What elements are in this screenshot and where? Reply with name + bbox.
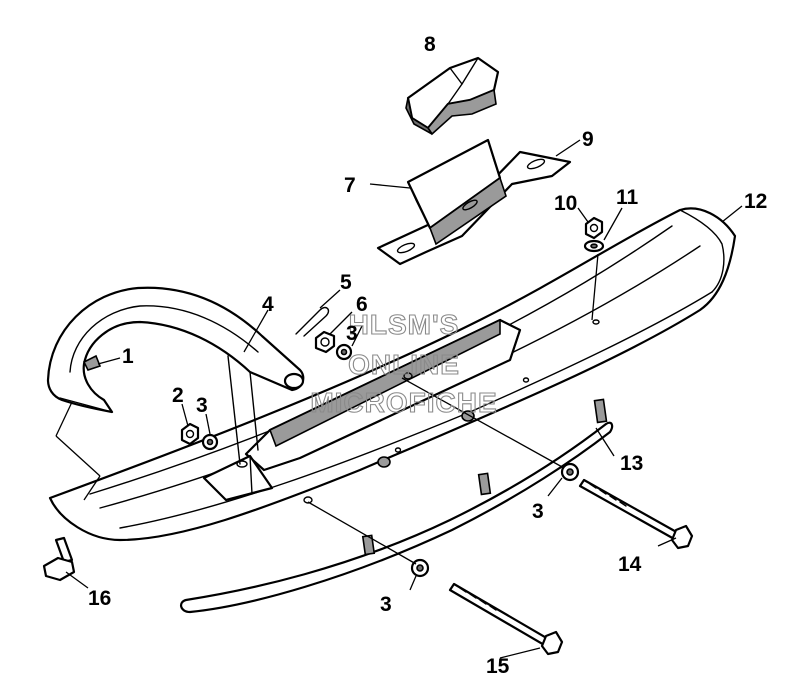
part-8-cushion[interactable]	[405, 56, 500, 136]
callout-1[interactable]: 1	[122, 345, 134, 368]
callout-13[interactable]: 13	[620, 452, 643, 475]
callout-12[interactable]: 12	[744, 190, 767, 213]
part-11-washer[interactable]	[583, 239, 605, 253]
callouts: 1 2 3 4 5 6 3 7 8 9 10 11 12 13 3 14 3 1…	[88, 33, 767, 678]
watermark-line-1: HLSM'S	[349, 309, 460, 340]
part-3-washer-b[interactable]	[335, 343, 353, 361]
part-5-cotter-pin[interactable]	[295, 306, 330, 337]
callout-3[interactable]: 3	[196, 394, 208, 417]
callout-9[interactable]: 9	[582, 128, 594, 151]
callout-2[interactable]: 2	[172, 384, 184, 407]
callout-3[interactable]: 3	[380, 593, 392, 616]
callout-10[interactable]: 10	[554, 192, 577, 215]
callout-16[interactable]: 16	[88, 587, 111, 610]
callout-6[interactable]: 6	[356, 293, 368, 316]
part-6-nut[interactable]	[314, 330, 336, 354]
callout-7[interactable]: 7	[344, 174, 356, 197]
part-14-bolt[interactable]	[578, 478, 694, 550]
callout-5[interactable]: 5	[340, 271, 352, 294]
watermark: HLSM'S ONLINE MICROFICHE	[310, 308, 497, 418]
callout-3[interactable]: 3	[532, 500, 544, 523]
part-3-washer-c[interactable]	[560, 462, 580, 482]
callout-3[interactable]: 3	[346, 322, 358, 345]
part-10-nut[interactable]	[584, 216, 604, 240]
part-7-9-saddle[interactable]	[376, 138, 572, 266]
callout-15[interactable]: 15	[486, 655, 510, 678]
callout-8[interactable]: 8	[424, 33, 436, 56]
watermark-line-2: ONLINE	[348, 349, 460, 380]
part-15-bolt[interactable]	[448, 582, 564, 656]
part-2-nut[interactable]	[180, 422, 200, 446]
watermark-line-3: MICROFICHE	[310, 387, 497, 418]
callout-4[interactable]: 4	[262, 293, 274, 316]
part-3-washer-a[interactable]	[201, 433, 219, 451]
part-16-flange-bolt[interactable]	[42, 536, 76, 582]
part-4-loop-handle[interactable]	[46, 286, 305, 465]
leader-lines	[55, 139, 743, 659]
part-12-ski[interactable]	[48, 207, 737, 542]
callout-11[interactable]: 11	[616, 186, 639, 209]
callout-14[interactable]: 14	[618, 553, 642, 576]
